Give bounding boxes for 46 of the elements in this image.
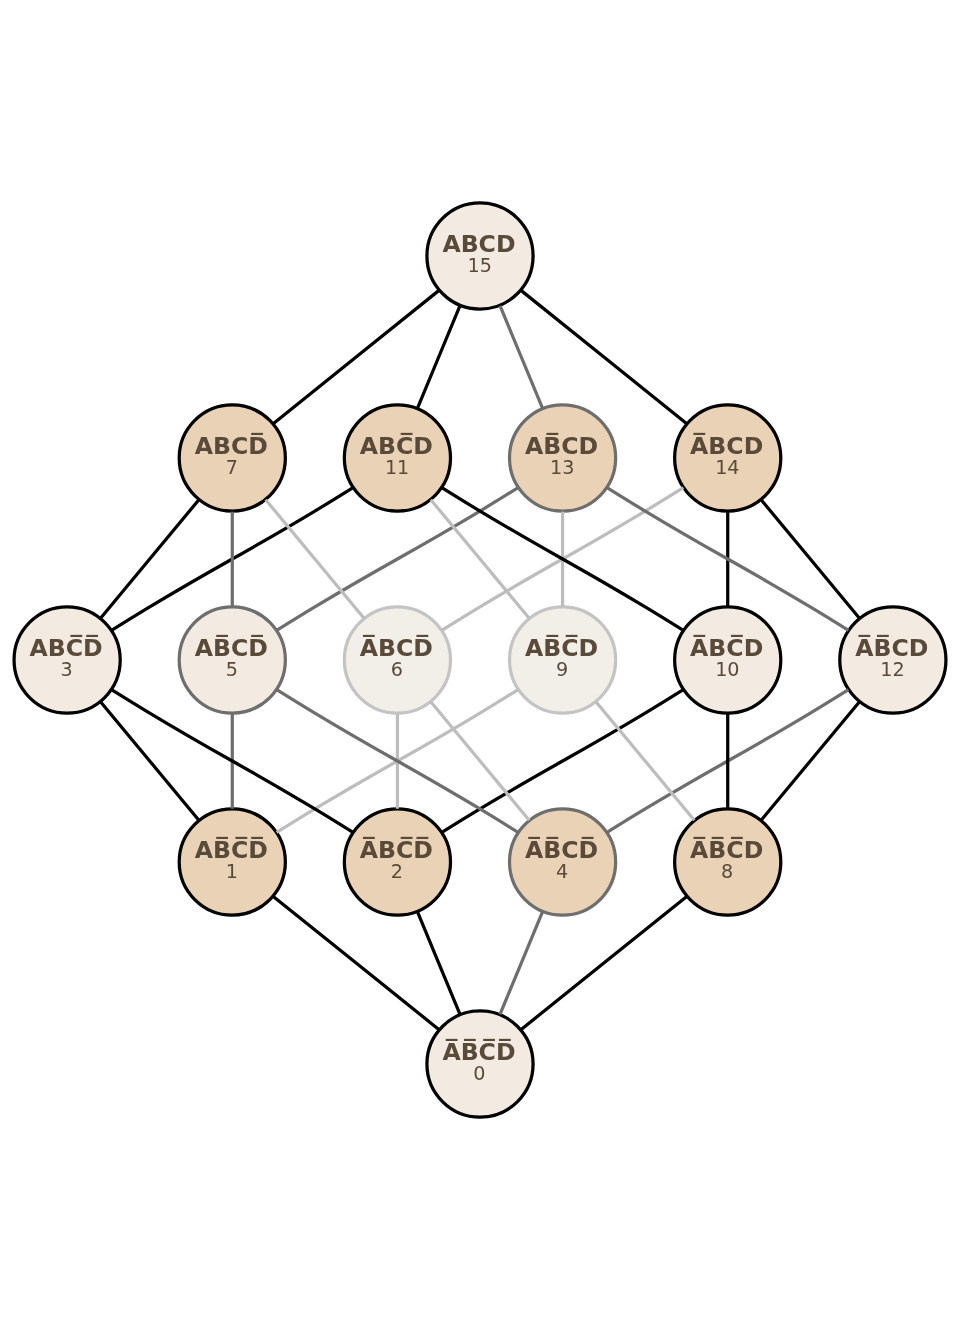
connector: [560, 511, 565, 607]
connector: [415, 304, 462, 409]
node-circle: A̅BCD 14: [673, 402, 783, 513]
connector: [275, 485, 520, 632]
node-circle: AB̅C̅D 9: [507, 604, 618, 715]
connector: [498, 910, 544, 1015]
node-circle: A̅B̅CD 12: [838, 604, 948, 715]
connector: [429, 498, 531, 619]
node-circle: A̅BC̅D 10: [673, 604, 783, 715]
connector: [519, 288, 688, 425]
node-circle: ABCD̅ 7: [177, 402, 287, 513]
node-circle: A̅BCD̅ 6: [342, 604, 453, 715]
connector: [440, 687, 685, 834]
connector: [395, 713, 400, 809]
connector: [99, 700, 201, 821]
connector: [726, 713, 730, 809]
connector: [264, 498, 366, 619]
connector: [759, 700, 861, 821]
connector: [606, 485, 850, 632]
connector: [230, 511, 234, 607]
node-circle: AB̅CD̅ 5: [177, 604, 287, 715]
connector: [726, 511, 730, 607]
connector: [272, 288, 441, 425]
connector: [594, 700, 696, 821]
connector: [519, 894, 688, 1031]
node-circle: A̅BC̅D̅ 2: [342, 806, 453, 917]
connector: [110, 485, 354, 632]
connector: [606, 687, 850, 834]
connector: [272, 894, 441, 1031]
connector: [498, 304, 545, 409]
node-circle: AB̅CD 13: [507, 402, 618, 513]
connector: [230, 713, 234, 809]
connector: [275, 687, 520, 834]
node-circle: ABCD 15: [425, 200, 535, 311]
connector: [429, 700, 531, 821]
connector: [759, 498, 861, 619]
node-circle: A̅B̅C̅D 8: [673, 806, 783, 917]
connector: [99, 498, 201, 619]
connector: [440, 485, 685, 632]
node-circle: A̅B̅CD̅ 4: [507, 806, 618, 917]
node-circle: A̅B̅C̅D̅ 0: [425, 1008, 535, 1119]
node-circle: ABC̅D̅ 3: [12, 604, 122, 715]
node-circle: ABC̅D 11: [342, 402, 453, 513]
connector: [110, 687, 354, 834]
node-circle: AB̅C̅D̅ 1: [177, 806, 287, 917]
connector: [416, 910, 462, 1015]
